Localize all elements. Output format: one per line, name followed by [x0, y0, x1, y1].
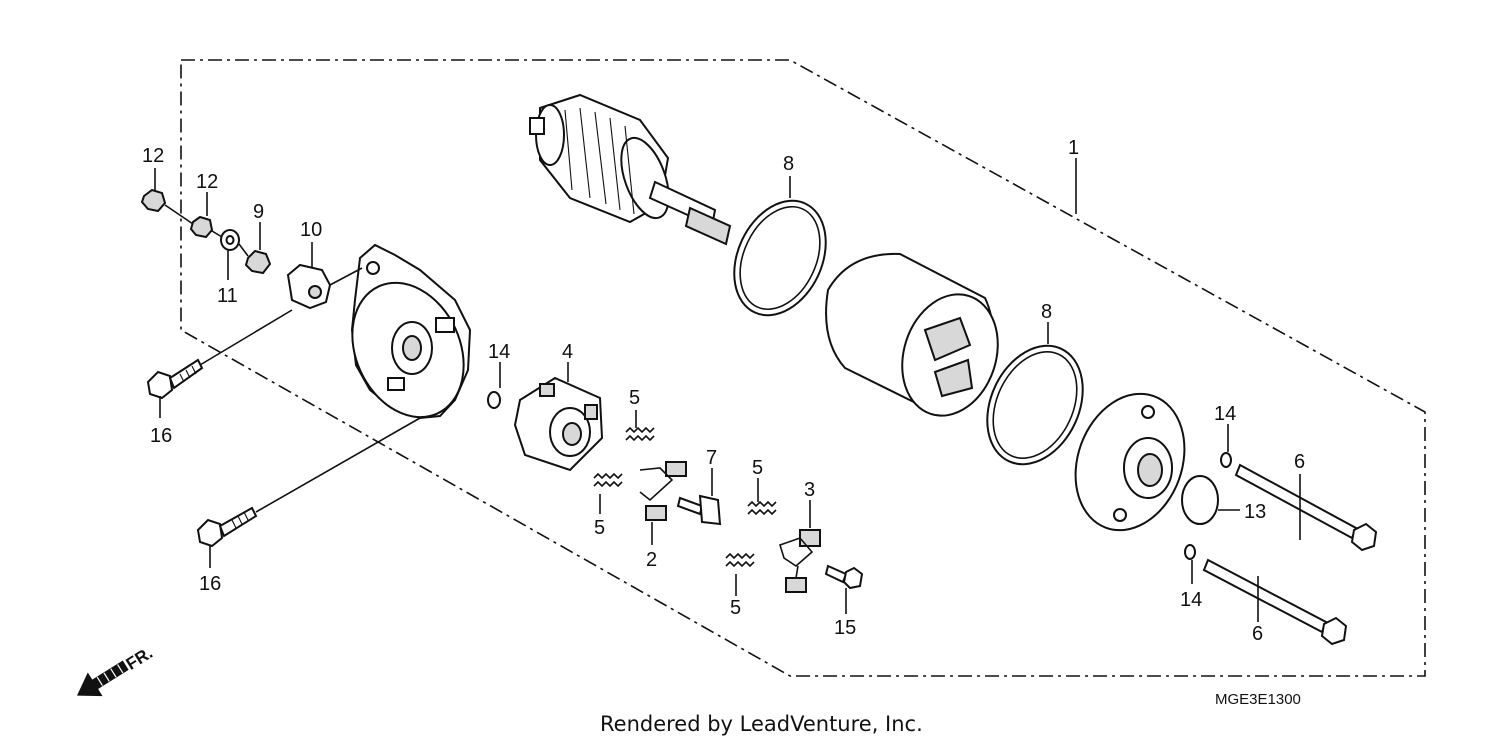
armature	[529, 93, 732, 246]
spring-5a	[625, 426, 655, 442]
render-credit: Rendered by LeadVenture, Inc.	[600, 712, 923, 736]
brush-2	[639, 461, 687, 521]
washer-14-right-upper	[1220, 452, 1232, 468]
washer-11	[220, 229, 240, 251]
o-ring-8-upper	[733, 199, 827, 317]
callout-10: 10	[300, 219, 322, 241]
callout-5-middle: 5	[752, 457, 763, 479]
callout-3: 3	[804, 479, 815, 501]
terminal-nut-12a	[140, 188, 167, 213]
terminal-insulator	[286, 263, 332, 310]
front-direction-arrow: FR.	[76, 643, 156, 697]
yoke-housing	[825, 252, 999, 417]
callout-8-upper: 8	[783, 153, 794, 175]
callout-2: 2	[646, 549, 657, 571]
nut-9	[244, 249, 272, 275]
screw-15	[824, 564, 864, 590]
callout-5-bottom: 5	[730, 597, 741, 619]
callout-16-lower: 16	[199, 573, 221, 595]
terminal-bolt-7	[676, 494, 722, 526]
callout-12-inner: 12	[196, 171, 218, 193]
callout-4: 4	[562, 341, 573, 363]
washer-14-right-lower	[1184, 544, 1196, 560]
callout-14-right-upper: 14	[1214, 403, 1236, 425]
callout-5-left: 5	[594, 517, 605, 539]
terminal-nut-12b	[189, 215, 214, 239]
spring-5d	[725, 552, 755, 568]
spring-5c	[747, 500, 777, 516]
assembly-boundary	[180, 59, 1426, 677]
callout-14-right-lower: 14	[1180, 589, 1202, 611]
spring-5b	[593, 472, 623, 488]
front-cover	[1074, 392, 1186, 532]
o-ring-8-lower	[986, 344, 1084, 466]
leader-lines	[154, 158, 1301, 622]
callout-16-upper: 16	[150, 425, 172, 447]
rear-cover	[350, 243, 472, 420]
brush-holder	[513, 376, 604, 472]
callout-15: 15	[834, 617, 856, 639]
callout-13: 13	[1244, 501, 1266, 523]
callout-7: 7	[706, 447, 717, 469]
drawing-code: MGE3E1300	[1215, 691, 1301, 708]
washer-14-left	[487, 391, 501, 409]
callout-11: 11	[217, 285, 238, 307]
callout-9: 9	[253, 201, 264, 223]
callouts: 1 8 8 12 12 9 10 11 16 16 14 4 5 5 7 5 2…	[142, 137, 1305, 645]
callout-5-top: 5	[629, 387, 640, 409]
callout-14-left: 14	[488, 341, 510, 363]
callout-8-lower: 8	[1041, 301, 1052, 323]
callout-12-outer: 12	[142, 145, 164, 167]
through-bolt-6-lower	[1202, 558, 1348, 646]
callout-6-upper: 6	[1294, 451, 1305, 473]
through-bolt-6-upper	[1234, 463, 1378, 552]
callout-1: 1	[1068, 137, 1079, 159]
bolt-16-lower	[196, 506, 258, 548]
brush-3	[779, 529, 821, 593]
o-ring-13	[1181, 475, 1219, 525]
callout-6-lower: 6	[1252, 623, 1263, 645]
bolt-16-upper	[146, 358, 204, 400]
